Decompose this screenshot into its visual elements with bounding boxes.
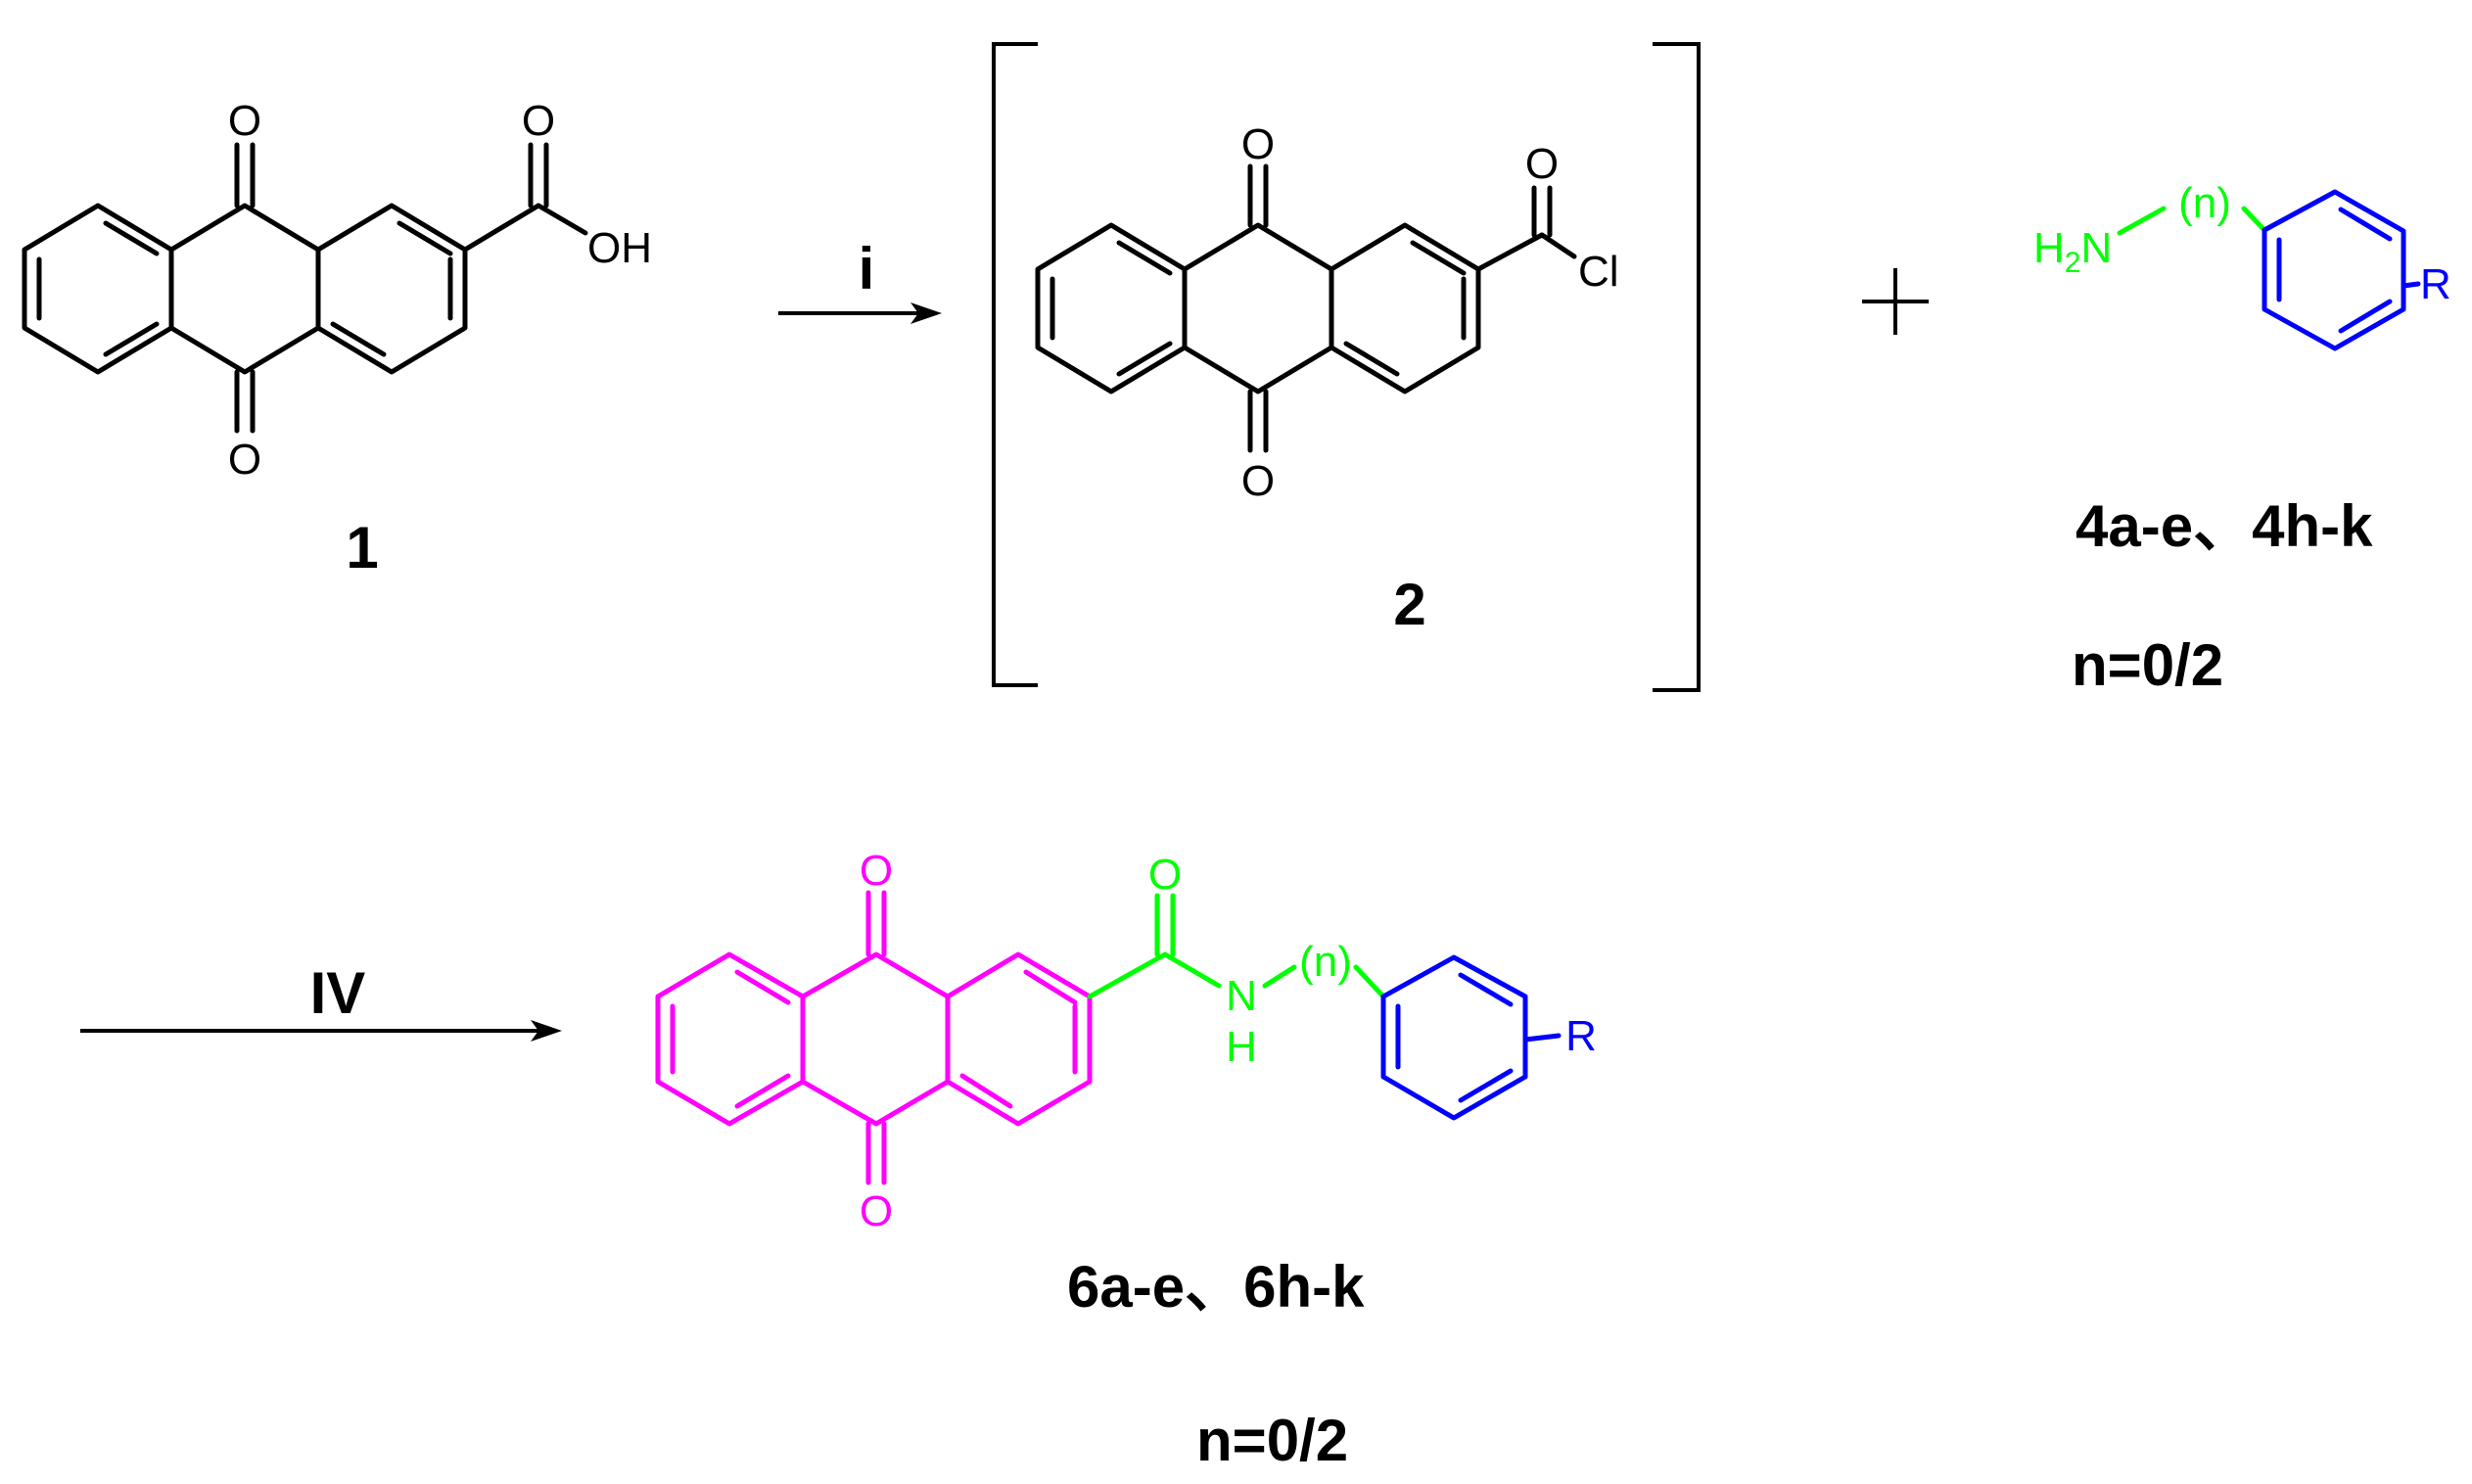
left-bracket — [992, 42, 1038, 687]
atom-label: O — [860, 1187, 893, 1235]
atom-label: O — [228, 436, 261, 484]
product-6-n-note: n=0/2 — [1196, 1408, 1348, 1473]
amine-group: H2N — [2033, 224, 2112, 279]
atom-label: O — [228, 97, 261, 145]
compound-4-label: 4a-e、4h-k — [2076, 493, 2373, 559]
chain-length-n: (n) — [2178, 179, 2231, 227]
intermediate-brackets — [992, 42, 1701, 692]
atom-label: O — [1148, 851, 1182, 899]
product-6-atoms: O O O N H (n) R — [860, 847, 1597, 1235]
compound-1-atoms: O O O OH — [228, 97, 652, 484]
substituent-r: R — [2420, 260, 2451, 308]
right-bracket — [1653, 42, 1701, 692]
substituent-r: R — [1565, 1012, 1597, 1060]
compound-4-n-note: n=0/2 — [2072, 632, 2223, 698]
plus-sign — [1862, 268, 1929, 335]
atom-label: O — [522, 97, 555, 145]
compound-4-atoms: H2N (n) R — [2033, 179, 2451, 308]
product-6-amide-linker — [1087, 893, 1386, 999]
compound-1-label: 1 — [346, 515, 378, 580]
amide-nitrogen: N — [1226, 972, 1257, 1020]
compound-1-structure — [22, 142, 588, 434]
atom-label: Cl — [1578, 248, 1619, 296]
atom-label: O — [1241, 120, 1275, 168]
product-6-label: 6a-e、6h-k — [1067, 1254, 1365, 1320]
product-6-aryl-ring — [1380, 954, 1562, 1121]
reaction-arrow-i — [778, 302, 942, 324]
compound-2-atoms: O O O Cl — [1241, 120, 1619, 505]
atom-label: O — [1241, 457, 1275, 505]
reaction-arrow-iv — [80, 1020, 562, 1042]
compound-2-label: 2 — [1393, 572, 1425, 637]
compound-2-structure — [1035, 163, 1577, 453]
product-6-core — [655, 890, 1093, 1185]
atom-label: O — [1525, 140, 1559, 188]
amide-hydrogen: H — [1226, 1023, 1257, 1071]
chain-length-n: (n) — [1299, 938, 1352, 986]
atom-label: OH — [587, 224, 652, 272]
compound-4-aryl-ring — [2262, 189, 2421, 351]
reagent-label-iv: IV — [310, 960, 366, 1026]
compound-4-linker-bonds — [2117, 206, 2267, 236]
atom-label: O — [860, 847, 893, 895]
reagent-label-i: i — [859, 236, 875, 301]
